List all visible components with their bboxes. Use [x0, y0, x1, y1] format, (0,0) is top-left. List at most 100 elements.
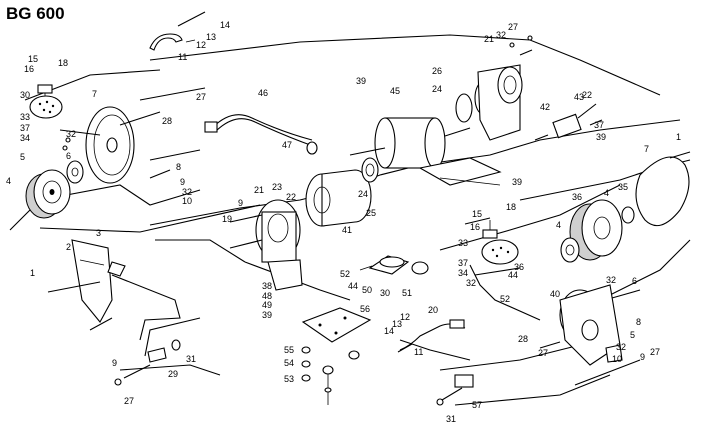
part-label: 11	[414, 347, 423, 357]
part-label: 44	[348, 281, 358, 291]
part-label: 53	[284, 374, 294, 384]
part-label: 55	[284, 345, 294, 355]
part-label: 39	[262, 310, 272, 320]
part-label: 7	[92, 89, 97, 99]
part-label: 28	[518, 334, 528, 344]
part-label: 30	[380, 288, 390, 298]
part-label: 12	[400, 312, 410, 322]
light-assembly	[359, 255, 429, 275]
part-label: 12	[196, 40, 206, 50]
part-label: 27	[508, 22, 518, 32]
part-label: 24	[358, 189, 368, 199]
part-label: 35	[618, 182, 628, 192]
part-label: 32	[182, 187, 192, 197]
right-wheel-guard	[635, 151, 691, 227]
assembly-boundary-lines	[9, 34, 691, 406]
part-label: 32	[606, 275, 616, 285]
part-label: 39	[596, 132, 606, 142]
part-label: 5	[630, 330, 635, 340]
part-label: 2	[66, 242, 71, 252]
part-label: 9	[180, 177, 185, 187]
part-label: 37	[20, 123, 30, 133]
part-label: 9	[640, 352, 645, 362]
right-shield-bracket	[397, 319, 466, 353]
part-label: 34	[20, 133, 30, 143]
part-label: 23	[272, 182, 282, 192]
part-label: 33	[20, 112, 30, 122]
part-label: 48	[262, 291, 272, 301]
part-label: 22	[286, 192, 296, 202]
part-label: 6	[66, 151, 71, 161]
left-shield-bracket	[149, 11, 206, 51]
part-label: 4	[6, 176, 11, 186]
right-bolts	[464, 35, 561, 349]
part-label: 10	[612, 354, 622, 364]
part-label: 4	[556, 220, 561, 230]
motor-base-plate	[301, 307, 372, 405]
part-label: 26	[432, 66, 442, 76]
diagram-title: BG 600	[6, 4, 65, 23]
part-label: 15	[28, 54, 38, 64]
part-label: 8	[636, 317, 641, 327]
part-label: 30	[20, 90, 30, 100]
left-spark-deflector	[114, 339, 181, 386]
power-cord	[204, 114, 318, 155]
part-label: 27	[196, 92, 206, 102]
part-label: 27	[538, 348, 548, 358]
part-label: 13	[206, 32, 216, 42]
part-label: 37	[458, 258, 468, 268]
left-bolts	[59, 87, 206, 179]
part-label: 46	[258, 88, 268, 98]
part-label: 54	[284, 358, 294, 368]
part-label: 14	[220, 20, 230, 30]
part-label: 50	[362, 285, 372, 295]
part-label: 28	[162, 116, 172, 126]
part-label: 43	[574, 92, 584, 102]
part-label: 10	[182, 196, 192, 206]
part-label: 52	[500, 294, 510, 304]
switch-capacitor	[534, 103, 603, 141]
right-eye-shield	[481, 220, 519, 265]
part-label: 20	[428, 305, 438, 315]
part-label: 18	[506, 202, 516, 212]
left-tool-rest	[47, 239, 126, 331]
part-label: 36	[514, 262, 524, 272]
part-label: 31	[186, 354, 196, 364]
part-label: 57	[472, 400, 482, 410]
part-label: 49	[262, 300, 272, 310]
motor-stator-housing	[305, 169, 372, 227]
part-label: 15	[472, 209, 482, 219]
part-label: 45	[390, 86, 400, 96]
part-label: 32	[496, 30, 506, 40]
part-label: 39	[356, 76, 366, 86]
part-label: 29	[168, 369, 178, 379]
part-label: 14	[384, 326, 394, 336]
part-label: 38	[262, 281, 272, 291]
part-label: 9	[112, 358, 117, 368]
part-label: 32	[616, 342, 626, 352]
part-label: 40	[550, 289, 560, 299]
part-label: 25	[366, 208, 376, 218]
left-eye-shield	[29, 84, 63, 119]
part-number-labels: 15 16 18 30 33 37 34 32 5 6 4 7 8 9 32 1…	[6, 20, 681, 424]
part-label: 39	[512, 177, 522, 187]
right-tool-rest-housing	[559, 284, 641, 386]
part-label: 27	[650, 347, 660, 357]
part-label: 33	[458, 238, 468, 248]
part-label: 5	[20, 152, 25, 162]
left-wheel-flange	[66, 160, 84, 184]
left-grinding-wheel	[25, 169, 71, 219]
part-label: 24	[432, 84, 442, 94]
right-grinding-wheel	[560, 199, 635, 263]
part-label: 32	[66, 129, 76, 139]
part-label: 21	[484, 34, 494, 44]
part-label: 9	[238, 198, 243, 208]
part-label: 16	[24, 64, 34, 74]
part-label: 56	[360, 304, 370, 314]
part-label: 47	[282, 140, 292, 150]
part-label: 1	[676, 132, 681, 142]
part-label: 3	[96, 228, 101, 238]
part-label: 32	[466, 278, 476, 288]
